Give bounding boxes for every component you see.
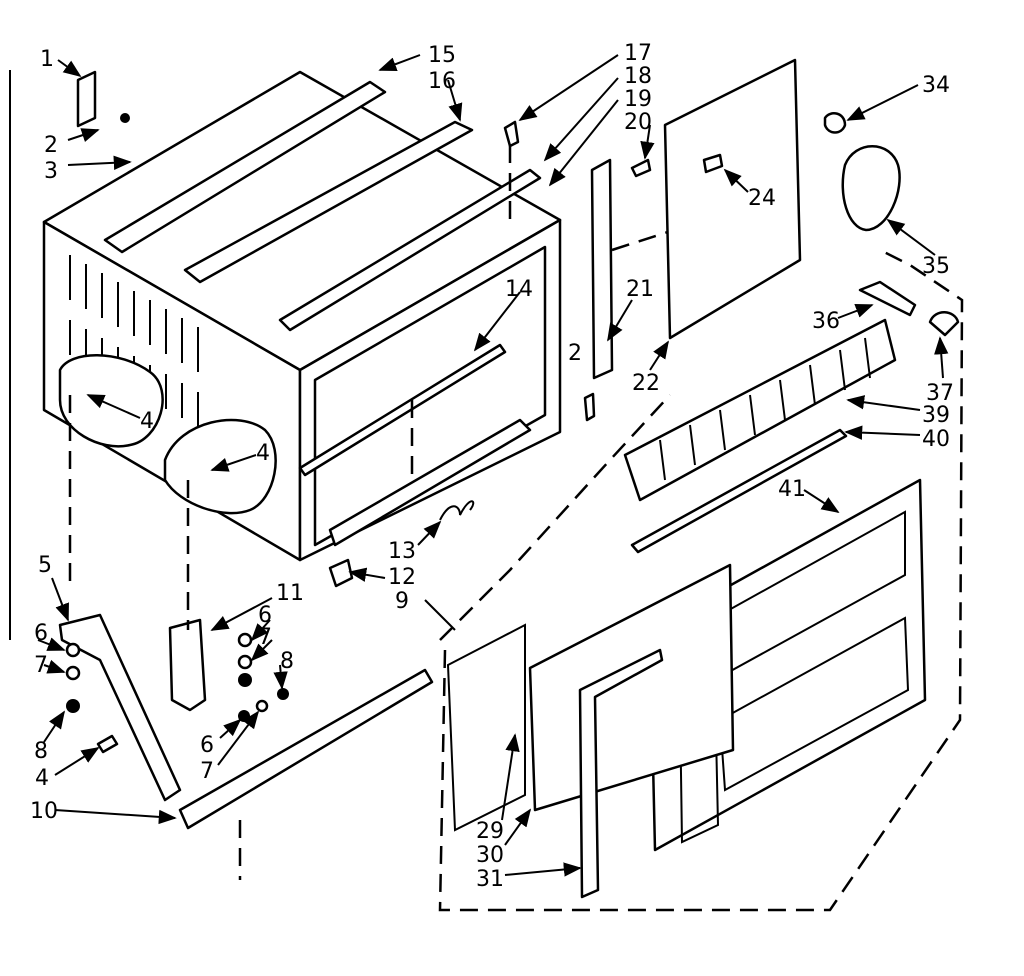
- callout-34: 34: [922, 73, 950, 98]
- gasket-31: [578, 648, 664, 899]
- screw-20: [630, 158, 652, 178]
- callout-6-left: 6: [34, 621, 48, 646]
- callout-8-right: 8: [280, 649, 294, 674]
- callout-20: 20: [624, 110, 652, 135]
- callout-39: 39: [922, 403, 950, 428]
- callout-4-cutaway-left: 4: [140, 409, 154, 434]
- panel-22: [663, 58, 802, 340]
- callout-29: 29: [476, 819, 504, 844]
- bracket-1: [76, 70, 130, 128]
- lever-37: [928, 311, 960, 337]
- callout-17: 17: [624, 41, 652, 66]
- assembly-outline: [438, 248, 964, 912]
- callout-5: 5: [38, 553, 52, 578]
- callout-21: 21: [626, 277, 654, 302]
- lockwasher-7a: [65, 665, 81, 681]
- callout-4-cutaway-right: 4: [256, 441, 270, 466]
- knob-35: [841, 145, 901, 232]
- cutaway-left: [58, 354, 164, 448]
- callout-24: 24: [748, 186, 776, 211]
- callout-7-left: 7: [34, 653, 48, 678]
- clip-34: [823, 112, 847, 134]
- bolt-4: [96, 734, 119, 754]
- callout-16: 16: [428, 69, 456, 94]
- nut-8c: [277, 688, 289, 700]
- washer-6a: [65, 642, 81, 658]
- rail-14: [298, 343, 507, 477]
- callout-3: 3: [44, 159, 58, 184]
- callout-13: 13: [388, 539, 416, 564]
- callout-1: 1: [40, 47, 54, 72]
- callout-36: 36: [812, 309, 840, 334]
- bracket-11: [168, 618, 207, 712]
- sill-rail-10: [178, 668, 434, 830]
- callout-7-bottom: 7: [200, 759, 214, 784]
- frame-29: [446, 623, 526, 832]
- lockwasher-7b: [237, 654, 253, 670]
- callout-8-left: 8: [34, 739, 48, 764]
- callout-2-right: 2: [568, 341, 582, 366]
- screw-17: [503, 120, 520, 148]
- callout-7-right: 7: [258, 625, 272, 650]
- callout-2-left: 2: [44, 133, 58, 158]
- washer-7c: [255, 699, 269, 713]
- screw-2-right: [583, 392, 596, 422]
- callout-37: 37: [926, 381, 954, 406]
- callout-6-bottom: 6: [200, 733, 214, 758]
- leader-lines: [37, 54, 949, 877]
- callout-labels: 1 2 3 4 4 4 5 6 6 6 7 7 7 8 8 9 10 11 12…: [30, 41, 954, 892]
- spring-clip-13: [439, 500, 475, 521]
- top-rail-18: [278, 168, 542, 332]
- lever-36: [858, 280, 917, 317]
- callout-11: 11: [276, 581, 304, 606]
- washer-6b: [237, 632, 253, 648]
- callout-40: 40: [922, 427, 950, 452]
- callout-30: 30: [476, 843, 504, 868]
- callout-31: 31: [476, 867, 504, 892]
- side-strip-21: [590, 158, 614, 380]
- callout-9: 9: [395, 589, 409, 614]
- dashed-line-e: [611, 230, 669, 252]
- callout-35: 35: [922, 254, 950, 279]
- callout-41: 41: [778, 477, 806, 502]
- callout-10: 10: [30, 799, 58, 824]
- callout-19: 19: [624, 87, 652, 112]
- callout-15: 15: [428, 43, 456, 68]
- louver-assembly-39: [623, 318, 897, 502]
- top-rail-16: [183, 120, 474, 284]
- nut-8b: [238, 673, 252, 687]
- callout-12: 12: [388, 565, 416, 590]
- callout-4-bolt: 4: [35, 766, 49, 791]
- callout-14: 14: [505, 277, 533, 302]
- callout-18: 18: [624, 64, 652, 89]
- bracket-12: [328, 558, 354, 588]
- louver-blades: [659, 337, 871, 481]
- top-rail-15: [103, 80, 387, 254]
- callout-22: 22: [632, 371, 660, 396]
- nut-8a: [66, 699, 80, 713]
- callout-6-right: 6: [258, 603, 272, 628]
- screw-24: [702, 153, 724, 174]
